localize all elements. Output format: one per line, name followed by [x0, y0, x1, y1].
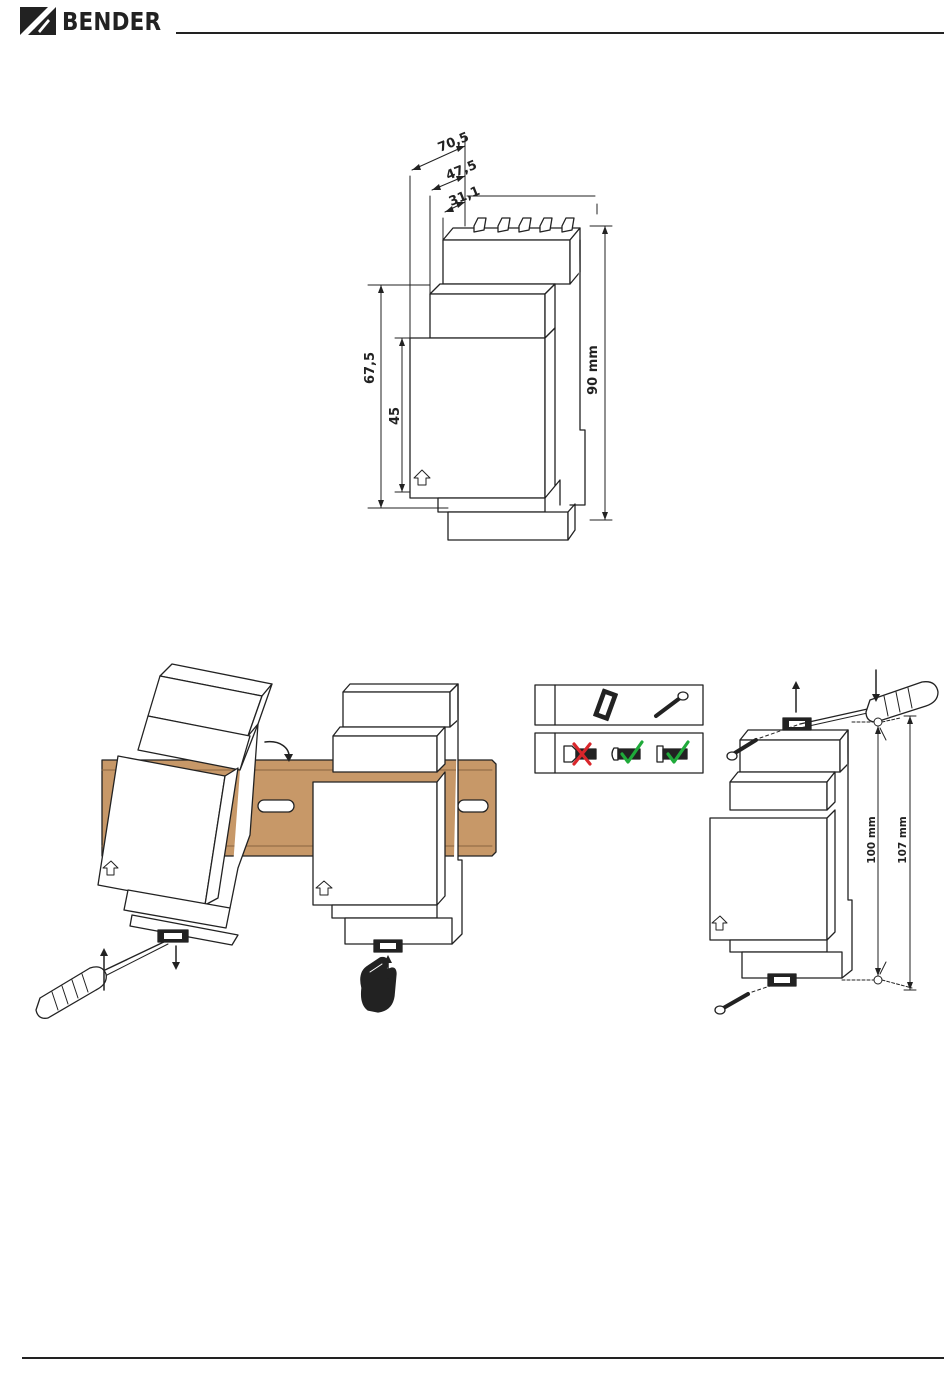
height-cover-label: 45 — [388, 407, 403, 425]
screwdriver-screw-mount — [792, 670, 938, 728]
device-outline — [410, 218, 585, 540]
screw-legend-panel — [535, 685, 703, 773]
height-front-label: 67,5 — [363, 352, 378, 384]
screw-spacing-outer-label: 107 mm — [897, 816, 909, 864]
din-rail-mounting — [36, 664, 496, 1018]
footer-rule — [22, 1357, 944, 1359]
depth-mid-label: 47,5 — [444, 158, 479, 184]
height-total-label: 90 mm — [586, 345, 601, 395]
dimension-drawing: 70,5 47,5 31,1 90 mm 67,5 45 — [363, 130, 612, 540]
screwdriver-removal — [36, 940, 180, 1018]
device-mounted — [313, 684, 462, 952]
depth-overall-label: 70,5 — [436, 130, 471, 156]
screw-spacing-inner-label: 100 mm — [866, 816, 878, 864]
screw-mounting: 100 mm 107 mm — [535, 670, 938, 1014]
hand-push-icon — [361, 955, 396, 1012]
